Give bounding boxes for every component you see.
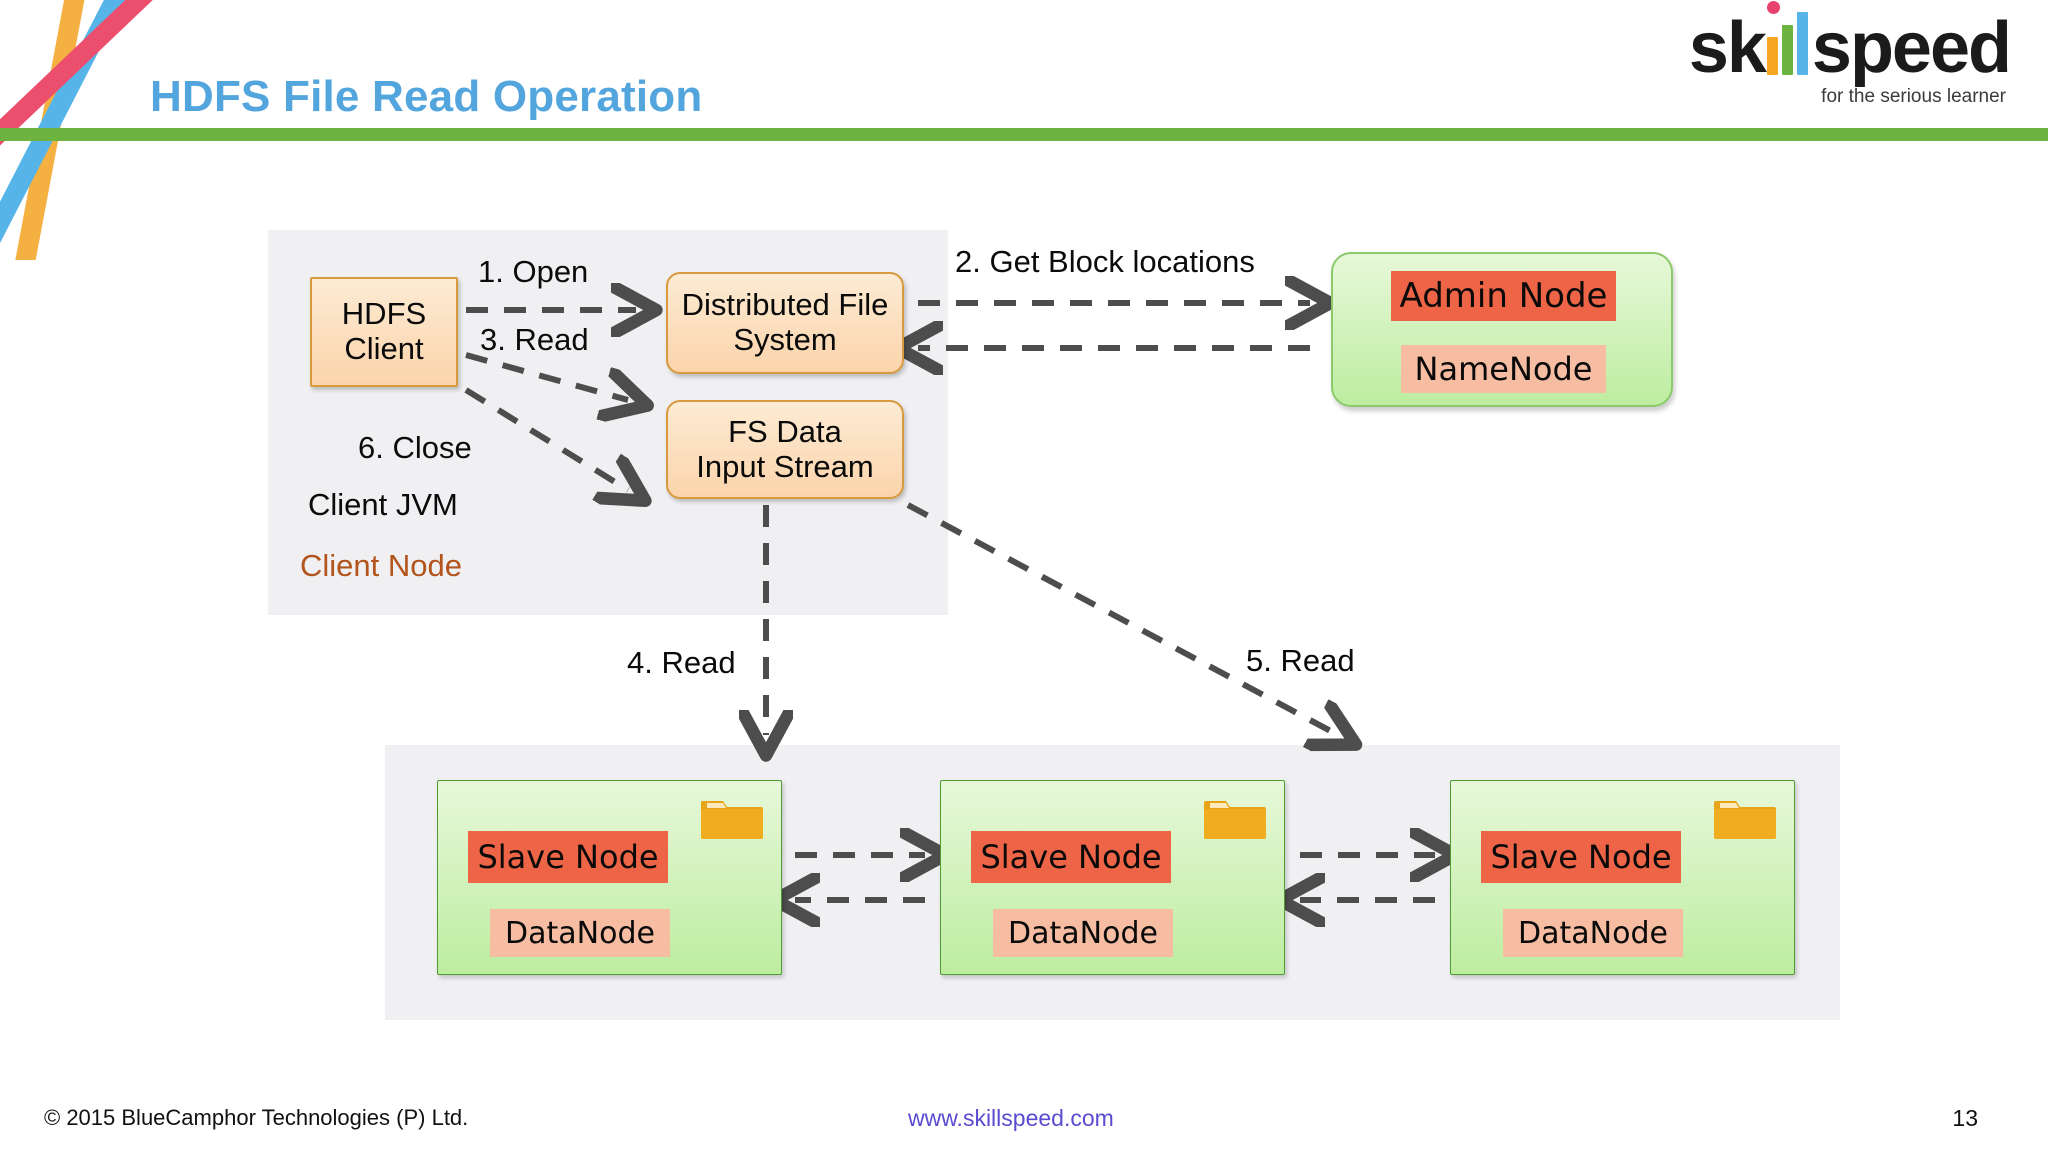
step-label-3-read: 3. Read bbox=[480, 322, 589, 357]
slave-node-3: Slave Node DataNode bbox=[1450, 780, 1795, 975]
client-node-label: Client Node bbox=[300, 548, 462, 583]
brand-logo: sk speed for the serious learner bbox=[1410, 1, 2012, 108]
slave-node-2: Slave Node DataNode bbox=[940, 780, 1285, 975]
namenode-label: NameNode bbox=[1401, 345, 1606, 393]
hdfs-client-box: HDFS Client bbox=[310, 277, 458, 387]
step-label-4-read: 4. Read bbox=[627, 645, 736, 680]
logo-tagline: for the serious learner bbox=[1821, 86, 2006, 108]
fsdata-line2: Input Stream bbox=[696, 448, 874, 484]
fsdata-line1: FS Data bbox=[728, 413, 842, 449]
folder-icon bbox=[1714, 801, 1776, 839]
admin-node-box: Admin Node NameNode bbox=[1331, 252, 1673, 407]
footer-page-number: 13 bbox=[1952, 1105, 1978, 1131]
step-label-5-read: 5. Read bbox=[1246, 643, 1355, 678]
logo-text-left: sk bbox=[1688, 8, 1767, 88]
dfs-line2: System bbox=[733, 322, 837, 357]
logo-bars-icon bbox=[1766, 1, 1808, 76]
footer-website-link[interactable]: www.skillspeed.com bbox=[908, 1105, 1114, 1131]
client-jvm-label: Client JVM bbox=[308, 487, 458, 522]
page-title: HDFS File Read Operation bbox=[150, 72, 703, 121]
header-rule bbox=[0, 128, 2048, 141]
dfs-line1: Distributed File bbox=[681, 287, 889, 323]
slave-node-1-datanode: DataNode bbox=[490, 909, 670, 957]
slave-node-1-title: Slave Node bbox=[468, 831, 668, 883]
distributed-file-system-box: Distributed File System bbox=[666, 272, 904, 374]
slave-node-3-title: Slave Node bbox=[1481, 831, 1681, 883]
admin-node-title: Admin Node bbox=[1391, 271, 1616, 321]
folder-icon bbox=[701, 801, 763, 839]
folder-icon bbox=[1204, 801, 1266, 839]
slave-node-3-datanode: DataNode bbox=[1503, 909, 1683, 957]
slave-node-2-datanode: DataNode bbox=[993, 909, 1173, 957]
footer-copyright: © 2015 BlueCamphor Technologies (P) Ltd. bbox=[44, 1105, 469, 1130]
hdfs-client-line1: HDFS bbox=[341, 296, 427, 332]
hdfs-client-line2: Client bbox=[344, 331, 424, 366]
slave-node-2-title: Slave Node bbox=[971, 831, 1171, 883]
step-label-1-open: 1. Open bbox=[478, 254, 589, 289]
slave-node-1: Slave Node DataNode bbox=[437, 780, 782, 975]
step-label-6-close: 6. Close bbox=[358, 430, 472, 465]
fs-data-input-stream-box: FS Data Input Stream bbox=[666, 400, 904, 499]
logo-text-right: speed bbox=[1811, 8, 2012, 88]
step-label-2-get-block-locations: 2. Get Block locations bbox=[955, 244, 1255, 279]
